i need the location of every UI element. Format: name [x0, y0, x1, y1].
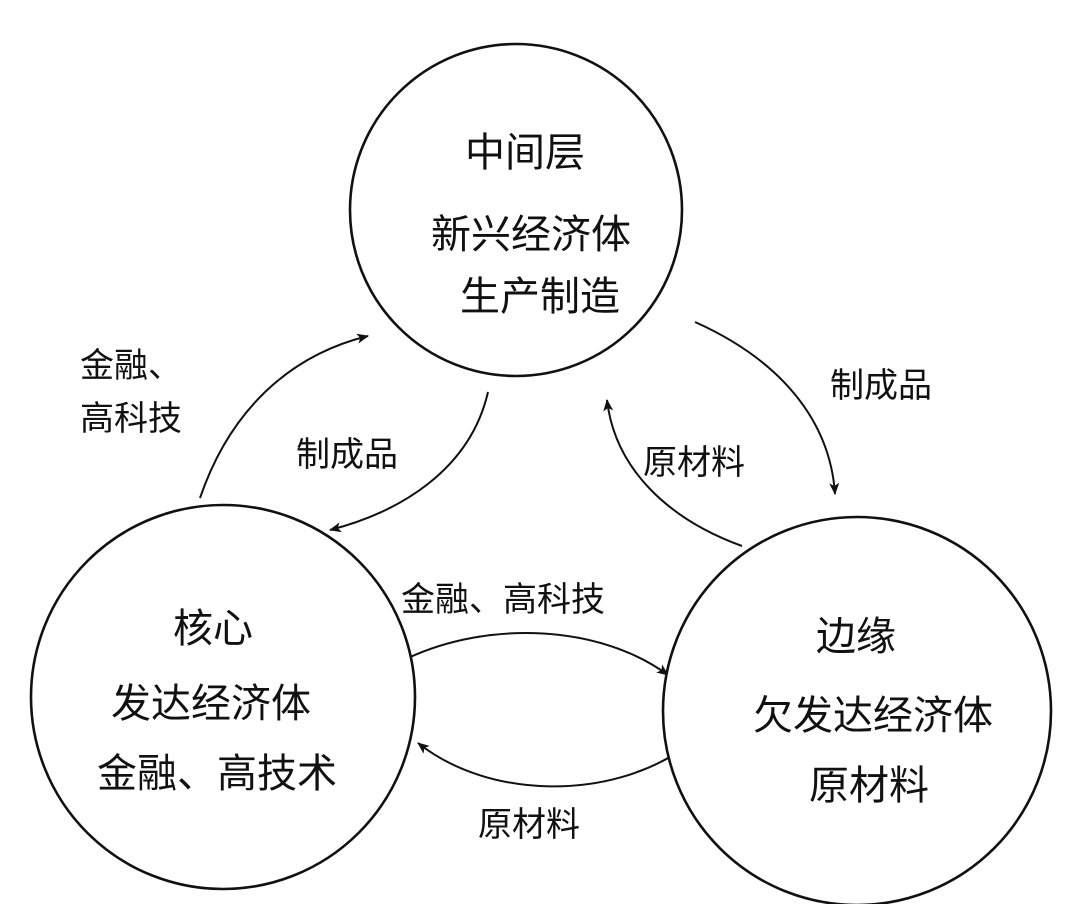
edge-label-core-to-middle: 金融、 高科技 — [80, 346, 182, 439]
node-periphery-title: 边缘 — [816, 614, 896, 660]
node-periphery: 边缘 欠发达经济体 原材料 — [753, 614, 993, 809]
node-middle-title: 中间层 — [465, 130, 585, 176]
node-middle-circle — [348, 42, 684, 378]
edge-label-periphery-to-core: 原材料 — [478, 805, 580, 845]
edge-core-to-middle-line-2: 高科技 — [80, 399, 182, 439]
arrow-periphery-to-middle — [603, 399, 743, 547]
edge-label-middle-to-core: 制成品 — [296, 435, 398, 475]
edge-label-periphery-to-middle: 原材料 — [643, 443, 745, 483]
node-middle: 中间层 新兴经济体 生产制造 — [431, 130, 631, 320]
arrow-periphery-to-core — [417, 742, 685, 788]
node-periphery-subtitle: 欠发达经济体 — [753, 693, 993, 739]
node-core-subtitle: 发达经济体 — [111, 681, 311, 727]
edge-label-core-to-periphery: 金融、高科技 — [401, 580, 605, 620]
node-core-role: 金融、高技术 — [97, 751, 337, 797]
node-core-title: 核心 — [173, 606, 253, 652]
edge-label-middle-to-periphery: 制成品 — [830, 366, 932, 406]
node-core: 核心 发达经济体 金融、高技术 — [97, 606, 337, 797]
edge-core-to-middle-line-1: 金融、 — [80, 346, 182, 386]
node-middle-subtitle: 新兴经济体 — [431, 212, 631, 258]
node-core-circle — [29, 503, 417, 891]
arrow-core-to-middle — [199, 333, 369, 499]
node-periphery-circle — [661, 515, 1053, 904]
node-middle-role: 生产制造 — [460, 274, 620, 320]
arrow-middle-to-core — [329, 391, 489, 533]
node-periphery-role: 原材料 — [809, 763, 929, 809]
arrow-core-to-periphery — [407, 632, 669, 676]
arrow-middle-to-periphery — [694, 321, 840, 495]
